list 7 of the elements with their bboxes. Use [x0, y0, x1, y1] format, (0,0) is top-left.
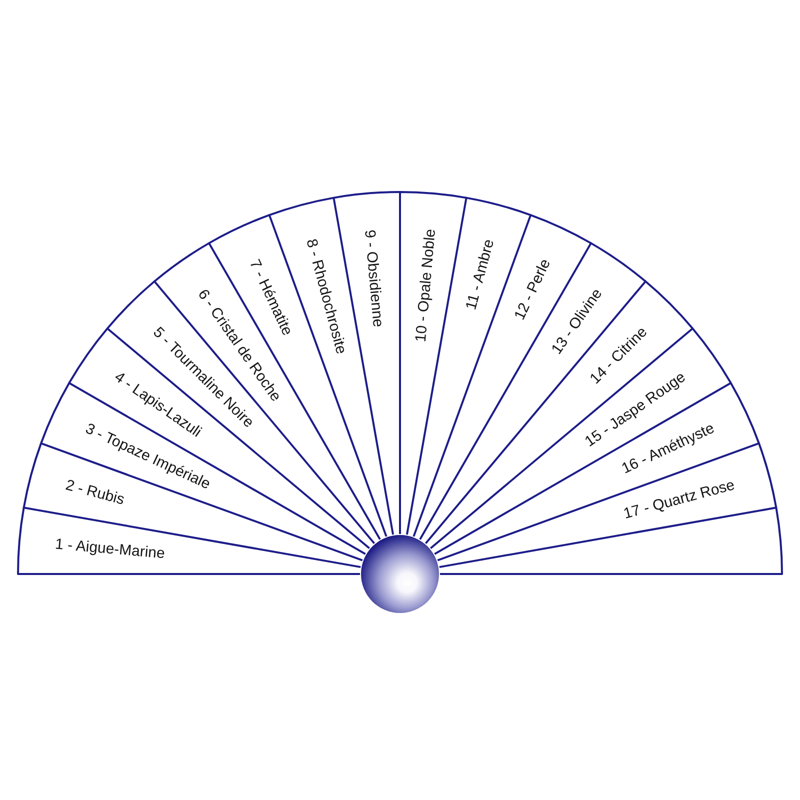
sector-label: 9 - Obsidienne [361, 228, 387, 328]
sector-label: 2 - Rubis [64, 476, 126, 508]
sector-label: 1 - Aigue-Marine [54, 535, 166, 562]
sector-label: 10 - Opale Noble [412, 228, 439, 343]
sector-label: 12 - Perle [511, 256, 554, 323]
sector-label: 11 - Ambre [462, 237, 498, 312]
sector-label: 17 - Quartz Rose [622, 476, 737, 522]
